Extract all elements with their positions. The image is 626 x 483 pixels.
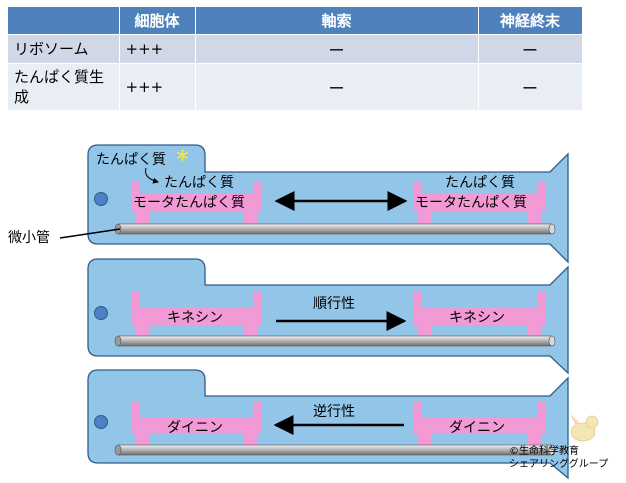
panel-3: ダイニン ダイニン 逆行性	[87, 369, 569, 480]
cell-ribosome-terminal: ー	[478, 34, 583, 64]
microtubule	[114, 335, 556, 347]
dynein-left	[131, 402, 261, 447]
cargo-arrow	[145, 167, 159, 184]
microtubule	[114, 223, 556, 235]
cell-ribosome-cell-body: +++	[119, 34, 196, 64]
row-label-ribosome: リボソーム	[8, 34, 120, 64]
retrograde-label: 逆行性	[313, 404, 355, 420]
dynein-right-label: ダイニン	[449, 420, 505, 436]
left-motor-label: モータたんぱく質	[133, 195, 245, 211]
right-motor-label: モータたんぱく質	[415, 195, 527, 211]
microtubule	[114, 444, 556, 456]
nucleus-icon	[94, 192, 108, 206]
kinesin-left	[131, 292, 261, 339]
copyright-line-2: シェアリンググループ	[509, 457, 608, 470]
table-header-cell-body: 細胞体	[119, 7, 196, 35]
cell-protein-axon: ー	[195, 63, 479, 110]
nucleus-icon	[94, 415, 108, 429]
cargo-label: たんぱく質	[96, 152, 166, 168]
nucleus-icon	[94, 306, 108, 320]
right-protein-label: たんぱく質	[445, 175, 515, 191]
panel-1: たんぱく質 ＊ たんぱく質 モータたんぱく質 たんぱく質 モータたんぱく質 微小…	[8, 144, 569, 264]
left-protein-label: たんぱく質	[164, 175, 234, 191]
cell-protein-cell-body: +++	[119, 63, 196, 110]
table-header-axon: 軸索	[195, 7, 479, 35]
comparison-table: 細胞体 軸索 神経終末 リボソーム +++ ー ー たんぱく質生成 +++ ー …	[8, 7, 583, 110]
dynein-left-label: ダイニン	[167, 420, 223, 436]
table-header-row: 細胞体 軸索 神経終末	[8, 7, 583, 35]
motor-protein-left	[131, 181, 261, 225]
kinesin-right-label: キネシン	[449, 310, 505, 326]
motor-protein-right	[413, 181, 545, 225]
panel-2: キネシン キネシン 順行性	[87, 258, 569, 375]
kinesin-left-label: キネシン	[167, 310, 223, 326]
microtubule-pointer	[59, 228, 121, 239]
asterisk-icon: ＊	[175, 147, 190, 165]
table-header-corner	[8, 7, 120, 35]
kinesin-right	[413, 292, 545, 339]
row-label-protein-synthesis: たんぱく質生成	[8, 63, 120, 110]
dynein-right	[413, 402, 545, 447]
logo-icon	[570, 414, 599, 442]
anterograde-label: 順行性	[313, 296, 355, 312]
cell-ribosome-axon: ー	[195, 34, 479, 64]
table-row-protein-synthesis: たんぱく質生成 +++ ー ー	[8, 63, 583, 110]
table-header-nerve-terminal: 神経終末	[478, 7, 583, 35]
microtubule-label: 微小管	[8, 230, 50, 246]
table-row-ribosome: リボソーム +++ ー ー	[8, 34, 583, 64]
cell-protein-terminal: ー	[478, 63, 583, 110]
copyright-line-1: ©生命科学教育	[509, 444, 579, 457]
